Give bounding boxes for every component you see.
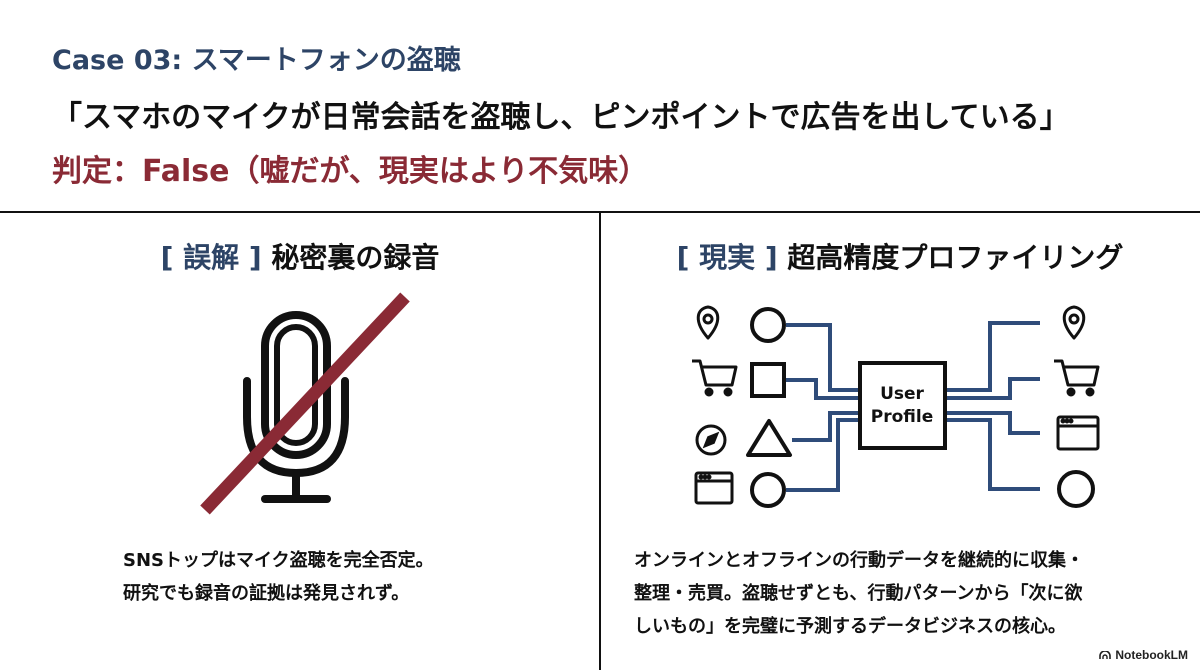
left-heading-text: 秘密裏の録音 (271, 241, 440, 274)
claim-quote: 「スマホのマイクが日常会話を盗聴し、ピンポイントで広告を出している」 (52, 100, 1070, 135)
left-description: SNSトップはマイク盗聴を完全否定。 研究でも録音の証拠は発見されず。 (123, 544, 434, 610)
connector-line (792, 411, 860, 442)
brand-name: NotebookLM (1115, 648, 1188, 662)
circle-shape (750, 472, 786, 508)
connector-line (945, 418, 1040, 491)
right-text-line: オンラインとオフラインの行動データを継続的に収集・ (634, 550, 1084, 571)
right-text-line: しいもの」を完璧に予測するデータビジネスの核心。 (634, 616, 1066, 637)
connector-line (786, 323, 860, 392)
left-text-line: SNSトップはマイク盗聴を完全否定。 (123, 550, 434, 571)
left-text-line: 研究でも録音の証拠は発見されず。 (123, 583, 410, 604)
right-description: オンラインとオフラインの行動データを継続的に収集・ 整理・売買。盗聴せずとも、行… (634, 544, 1084, 643)
triangle-shape (746, 419, 792, 457)
left-panel-heading: [ 誤解 ] 秘密裏の録音 (0, 236, 600, 276)
location-pin-icon (696, 305, 720, 340)
verdict-line: 判定：False（嘘だが、現実はより不気味） (52, 154, 649, 189)
reality-tag: [ 現実 ] (676, 241, 778, 274)
connector-line (945, 377, 1040, 400)
circle-shape (750, 307, 786, 343)
shopping-cart-icon (692, 359, 738, 397)
connector-line (945, 321, 1040, 392)
notebooklm-logo-icon (1099, 650, 1112, 659)
microphone-crossed-out-icon (200, 292, 410, 515)
misconception-tag: [ 誤解 ] (160, 241, 262, 274)
right-heading-text: 超高精度プロファイリング (787, 241, 1124, 274)
compass-icon (695, 424, 727, 456)
circle-shape (1057, 470, 1095, 508)
browser-window-icon (1056, 415, 1100, 451)
connector-line (945, 411, 1040, 435)
shopping-cart-icon (1054, 359, 1100, 397)
connector-line (786, 418, 860, 492)
case-title: Case 03: スマートフォンの盗聴 (52, 45, 461, 76)
right-text-line: 整理・売買。盗聴せずとも、行動パターンから「次に欲 (634, 583, 1083, 604)
brand-footer: NotebookLM (1099, 648, 1188, 662)
square-shape (750, 362, 786, 398)
browser-window-icon (694, 471, 734, 505)
user-profile-box (858, 361, 947, 450)
location-pin-icon (1062, 305, 1086, 340)
profiling-diagram: User Profile (692, 305, 1100, 508)
user-profile-label-line-1: User (880, 384, 924, 404)
right-panel-heading: [ 現実 ] 超高精度プロファイリング (600, 236, 1200, 276)
user-profile-label-line-2: Profile (871, 407, 933, 427)
vertical-divider (599, 212, 601, 670)
connector-line (784, 378, 860, 400)
